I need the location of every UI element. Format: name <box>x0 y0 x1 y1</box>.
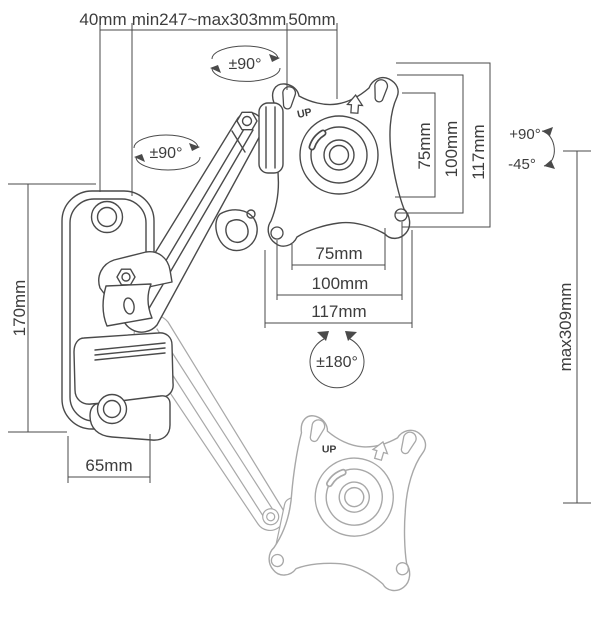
tilt-link <box>215 209 258 252</box>
angle-label-tilt-down: -45° <box>508 156 536 173</box>
dim-label-max-height: max309mm <box>556 283 575 372</box>
dim-top: 40mm min247~max303mm 50mm <box>79 10 338 196</box>
wall-screw-hole-top <box>90 200 124 234</box>
rotation-180-annotation: ±180° <box>309 331 365 389</box>
vesa-plate-lower-ghost <box>266 407 439 601</box>
upper-clevis <box>236 102 284 174</box>
wall-screw-hole-bottom <box>96 393 128 425</box>
angle-label-wall-swivel: ±90° <box>150 145 183 162</box>
dim-label-plate-height: 170mm <box>10 280 29 337</box>
dim-label-vesa-v-75: 75mm <box>415 122 434 169</box>
angle-label-rotation: ±180° <box>316 354 358 371</box>
dim-label-vesa-h-117: 117mm <box>311 302 366 321</box>
angle-label-tilt-up: +90° <box>509 126 540 143</box>
vesa-plate-upper <box>268 78 409 247</box>
swivel-upper-annotation: ±90° <box>210 45 281 82</box>
dim-plate-height: 170mm <box>8 183 96 433</box>
angle-label-upper-swivel: ±90° <box>229 56 262 73</box>
swivel-wall-annotation: ±90° <box>133 134 201 171</box>
hinge-neck <box>102 283 153 327</box>
dim-label-vesa-h-75: 75mm <box>315 244 362 263</box>
dim-max-height: max309mm <box>556 150 591 504</box>
dim-label-40mm: 40mm <box>79 10 126 29</box>
hinge-bolt-hex <box>116 268 136 286</box>
dim-vesa-vertical: 75mm 100mm 117mm <box>395 62 491 228</box>
dim-label-50mm: 50mm <box>288 10 335 29</box>
dimension-annotations: 40mm min247~max303mm 50mm ±90° ±90° 75mm <box>8 10 591 504</box>
tilt-annotation: +90° -45° <box>508 126 555 173</box>
dim-label-vesa-v-100: 100mm <box>442 121 461 178</box>
wall-hinge <box>73 251 174 441</box>
dim-vesa-horizontal: 75mm 100mm 117mm <box>264 222 413 328</box>
dim-label-vesa-h-100: 100mm <box>312 274 369 293</box>
dim-label-extension-range: min247~max303mm <box>132 10 287 29</box>
dim-label-vesa-v-117: 117mm <box>469 124 488 179</box>
dim-plate-width: 65mm <box>67 434 151 483</box>
dim-label-plate-width: 65mm <box>85 456 132 475</box>
